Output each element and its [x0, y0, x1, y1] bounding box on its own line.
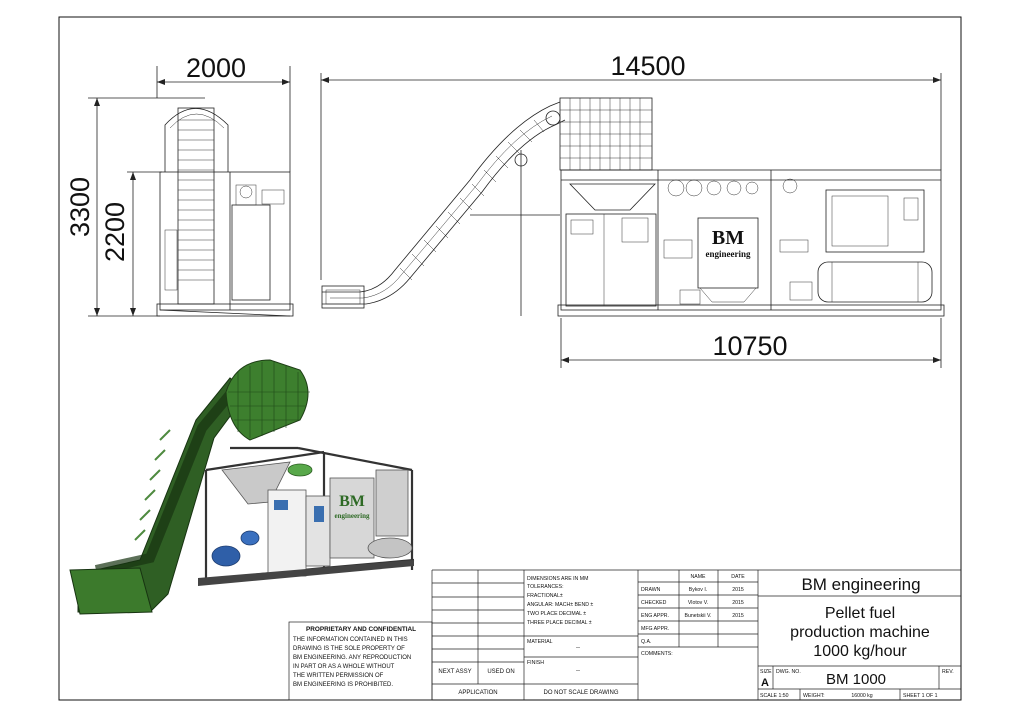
- material-value: --: [576, 645, 580, 651]
- dwg-no: BM 1000: [826, 671, 886, 688]
- row-checked-role: CHECKED: [641, 600, 667, 606]
- row-checked-date: 2015: [732, 600, 744, 606]
- date-header: DATE: [731, 574, 745, 580]
- do-not-scale: DO NOT SCALE DRAWING: [543, 690, 618, 696]
- press-box-side: [697, 217, 759, 289]
- finish-label: FINISH: [527, 660, 544, 666]
- isometric-view: BM engineering: [69, 359, 415, 615]
- tol-line-2: TOLERANCES:: [527, 584, 564, 590]
- comments-label: COMMENTS:: [641, 651, 673, 657]
- name-header: NAME: [691, 574, 707, 580]
- row-eng-role: ENG APPR.: [641, 613, 669, 619]
- dim-10750: 10750: [712, 331, 787, 361]
- drawing-title-1: Pellet fuel: [825, 605, 895, 622]
- row-qa-role: Q.A.: [641, 639, 651, 645]
- row-eng-date: 2015: [732, 613, 744, 619]
- dim-2200: 2200: [100, 202, 130, 262]
- notice-line-3: BM ENGINEERING. ANY REPRODUCTION: [293, 655, 411, 661]
- notice-line-5: THE WRITTEN PERMISSION OF: [293, 673, 384, 679]
- notice-line-2: DRAWING IS THE SOLE PROPERTY OF: [293, 646, 405, 652]
- proprietary-notice: PROPRIETARY AND CONFIDENTIAL THE INFORMA…: [293, 626, 416, 688]
- logo-bm-iso: BM: [339, 493, 365, 510]
- dim-2000: 2000: [186, 53, 246, 83]
- drawing-title-2: production machine: [790, 624, 930, 641]
- logo-engineering-side: engineering: [706, 249, 751, 259]
- size-label: SIZE: [760, 669, 772, 675]
- weight-value: 16000 kg: [851, 693, 872, 699]
- row-drawn-name: Bykov I.: [689, 587, 707, 593]
- material-label: MATERIAL: [527, 639, 553, 645]
- weight-label: WEIGHT:: [803, 693, 825, 699]
- next-assy-label: NEXT ASSY: [438, 669, 471, 675]
- row-mfg-role: MFG APPR.: [641, 626, 669, 632]
- size-value: A: [761, 677, 769, 689]
- dim-14500: 14500: [610, 51, 685, 81]
- notice-line-6: BM ENGINEERING IS PROHIBITED.: [293, 682, 393, 688]
- row-drawn-date: 2015: [732, 587, 744, 593]
- dwg-no-label: DWG. NO.: [776, 669, 801, 675]
- row-drawn-role: DRAWN: [641, 587, 661, 593]
- tol-line-4: ANGULAR: MACH± BEND ±: [527, 602, 593, 608]
- tol-line-5: TWO PLACE DECIMAL ±: [527, 611, 586, 617]
- tol-line-6: THREE PLACE DECIMAL ±: [527, 620, 592, 626]
- logo-engineering-iso: engineering: [335, 512, 370, 520]
- sheet-border: [58, 16, 962, 701]
- iso-press-box: [329, 477, 375, 559]
- logo-bm-side: BM: [712, 227, 744, 249]
- notice-line-1: THE INFORMATION CONTAINED IN THIS: [293, 637, 408, 643]
- scale: SCALE 1:50: [760, 693, 789, 699]
- dim-3300: 3300: [65, 177, 95, 237]
- side-view: 14500 10750: [320, 51, 945, 368]
- company-name: BM engineering: [801, 575, 920, 594]
- row-eng-name: Bunetskii V.: [685, 613, 712, 619]
- drawing-title-3: 1000 kg/hour: [813, 643, 907, 660]
- tol-line-3: FRACTIONAL±: [527, 593, 563, 599]
- rev-label: REV.: [942, 669, 954, 675]
- sheet-number: SHEET 1 OF 1: [903, 693, 938, 699]
- notice-title: PROPRIETARY AND CONFIDENTIAL: [306, 626, 416, 633]
- tol-line-1: DIMENSIONS ARE IN MM: [527, 576, 588, 582]
- used-on-label: USED ON: [487, 669, 514, 675]
- title-block: DIMENSIONS ARE IN MM TOLERANCES: FRACTIO…: [288, 569, 961, 701]
- finish-value: --: [576, 668, 580, 674]
- application-label: APPLICATION: [458, 690, 497, 696]
- front-view: 2000 3300 2200: [65, 53, 294, 317]
- notice-line-4: IN PART OR AS A WHOLE WITHOUT: [293, 664, 395, 670]
- row-checked-name: Vlotov V.: [688, 600, 708, 606]
